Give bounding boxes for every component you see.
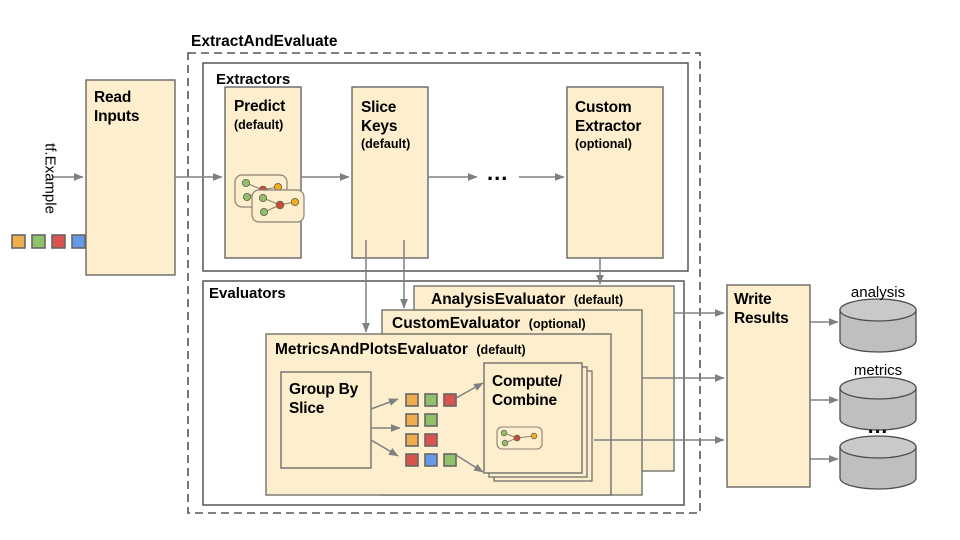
compute-combine-box [483, 362, 583, 474]
analysis-evaluator-name: AnalysisEvaluator [431, 291, 566, 308]
custom-extractor-qualifier: (optional) [575, 137, 632, 151]
custom-extractor-name: Custom Extractor [575, 99, 642, 135]
evaluators-title: Evaluators [209, 285, 286, 302]
graph-nodes-icon [234, 174, 305, 223]
metrics-and-plots-evaluator-name: MetricsAndPlotsEvaluator [275, 341, 468, 358]
slice-swatch [405, 413, 419, 427]
custom-evaluator-label-group: CustomEvaluator (optional) [392, 315, 586, 333]
compute-combine-label: Compute/ Combine [492, 373, 562, 409]
slice-swatch [443, 393, 457, 407]
read-inputs-box [85, 79, 176, 276]
output-label-metrics: metrics [853, 362, 903, 379]
custom-evaluator-qualifier: (optional) [528, 317, 586, 331]
write-results-box [726, 284, 811, 488]
database-icon [839, 376, 917, 431]
slice-keys-name: Slice Keys [361, 99, 398, 135]
metrics-and-plots-evaluator-qualifier: (default) [476, 343, 526, 357]
arrow-slices-to-compute-1 [455, 382, 484, 399]
swatch-orange [11, 234, 26, 249]
read-inputs-label: Read Inputs [94, 89, 140, 125]
extract-and-evaluate-container [187, 52, 701, 514]
slice-keys-box [351, 86, 429, 259]
arrow-gbs-3 [370, 439, 399, 457]
input-swatch-row [11, 234, 86, 249]
predict-box [224, 86, 302, 259]
swatch-red [51, 234, 66, 249]
slice-swatch-grid [405, 393, 457, 467]
custom-extractor-box [566, 86, 664, 259]
extractors-container [202, 62, 689, 272]
ellipsis-icon: ... [487, 160, 509, 185]
slice-swatch [424, 453, 438, 467]
metrics-and-plots-evaluator-label-group: MetricsAndPlotsEvaluator (default) [275, 341, 526, 359]
predict-name: Predict [234, 98, 286, 115]
slice-swatch [443, 453, 457, 467]
analysis-evaluator-label-group: AnalysisEvaluator (default) [431, 291, 623, 309]
output-label-analysis: analysis [850, 284, 906, 301]
database-icon [839, 298, 917, 353]
slice-swatch [405, 453, 419, 467]
graph-nodes-icon [496, 426, 543, 450]
slice-swatch [405, 433, 419, 447]
output-label-other: ... [867, 415, 889, 438]
extract-and-evaluate-title: ExtractAndEvaluate [191, 33, 338, 50]
predict-qualifier: (default) [234, 118, 284, 132]
write-results-label: Write Results [734, 291, 789, 327]
slice-swatch [424, 393, 438, 407]
slice-swatch [424, 413, 438, 427]
arrow-gbs-1 [370, 398, 399, 410]
analysis-evaluator-qualifier: (default) [573, 293, 624, 307]
extractors-title: Extractors [216, 71, 291, 88]
arrow-slices-to-compute-2 [455, 454, 484, 473]
database-icon [839, 435, 917, 490]
slice-keys-qualifier: (default) [361, 137, 411, 151]
group-by-slice-label: Group By Slice [289, 381, 359, 417]
input-label: tf.Example [41, 143, 59, 214]
slice-swatch [405, 393, 419, 407]
swatch-blue [71, 234, 86, 249]
swatch-green [31, 234, 46, 249]
slice-swatch [424, 433, 438, 447]
group-by-slice-box [280, 371, 372, 469]
custom-evaluator-name: CustomEvaluator [392, 315, 521, 332]
evaluators-container [202, 280, 685, 506]
